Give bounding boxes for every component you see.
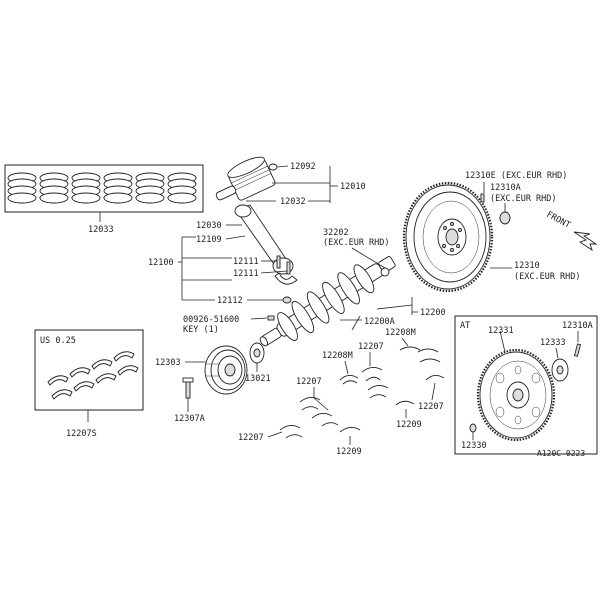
label-12207-a: 12207 (358, 342, 384, 352)
label-12200a: 12200A (364, 317, 395, 327)
piston-ring-set: 12033 (4, 164, 204, 235)
label-13021: 13021 (245, 374, 271, 384)
label-12207-b: 12207 (418, 402, 444, 412)
crank-sprocket: 13021 (245, 342, 271, 384)
label-12303: 12303 (155, 358, 181, 368)
label-12310a-at: 12310A (562, 321, 593, 331)
at-drive-plate-set: AT 12331 12333 12310A 12330 A120C 0223 (454, 315, 598, 458)
rod-cap (274, 272, 298, 285)
label-12207-c: 12207 (296, 377, 322, 387)
label-12209-b: 12209 (396, 420, 422, 430)
crank-key (267, 315, 275, 321)
label-32202: 32202 (323, 228, 349, 238)
ring-stacks (7, 172, 197, 204)
label-12111-a: 12111 (233, 257, 259, 267)
crankshaft: 32202 (EXC.EUR RHD) 00926-51600 KEY (1) … (183, 228, 446, 347)
label-12030: 12030 (196, 221, 222, 231)
undersize-frame (34, 329, 144, 411)
label-12310-note: (EXC.EUR RHD) (514, 272, 581, 282)
label-12330: 12330 (461, 441, 487, 451)
snap-ring (268, 163, 278, 171)
piston-assembly: 12092 12010 12032 12030 12109 12100 (148, 156, 366, 306)
label-front: FRONT (545, 210, 572, 231)
undersize-bearing-set: US 0.25 12207S (34, 329, 144, 439)
label-12310: 12310 (514, 261, 540, 271)
label-12010: 12010 (340, 182, 366, 192)
label-12307a: 12307A (174, 414, 205, 424)
rod-bolt (276, 255, 281, 269)
label-12033: 12033 (88, 225, 114, 235)
pilot-bushing (380, 267, 390, 277)
at-spacer (469, 423, 477, 433)
rod-nut (282, 296, 292, 304)
label-12208m-b: 12208M (385, 328, 416, 338)
label-12310a-top: 12310A (490, 183, 521, 193)
label-12092: 12092 (290, 162, 316, 172)
label-12112: 12112 (217, 296, 243, 306)
front-arrow-icon (573, 231, 598, 252)
label-12331: 12331 (488, 326, 514, 336)
crank-pulley: 12303 (155, 345, 248, 395)
label-12100: 12100 (148, 258, 174, 268)
main-bearings: 12208M 12207 12208M 12209 12207 12207 1 (238, 315, 445, 457)
ring-set-frame (4, 164, 204, 213)
label-at: AT (460, 321, 470, 331)
pulley-bolt: 12307A (174, 377, 205, 424)
front-arrow: FRONT (545, 210, 572, 231)
label-12109: 12109 (196, 235, 222, 245)
label-key-part: 00926-51600 (183, 315, 239, 325)
label-12310a-top-note: (EXC.EUR RHD) (490, 194, 557, 204)
label-us: US 0.25 (40, 336, 76, 346)
flywheel: 12310E (EXC.EUR RHD) 12310A (EXC.EUR RHD… (402, 171, 581, 293)
label-12333: 12333 (540, 338, 566, 348)
diagram-code: A120C 0223 (537, 449, 585, 458)
at-frame (454, 315, 598, 455)
label-12208m-a: 12208M (322, 351, 353, 361)
label-12310e: 12310E (EXC.EUR RHD) (465, 171, 567, 181)
label-12200: 12200 (420, 308, 446, 318)
label-12207-d: 12207 (238, 433, 264, 443)
label-12032: 12032 (280, 197, 306, 207)
label-32202-note: (EXC.EUR RHD) (323, 238, 390, 248)
rod-bolt (286, 261, 291, 275)
label-12207s: 12207S (66, 429, 97, 439)
label-12209-a: 12209 (336, 447, 362, 457)
label-12111-b: 12111 (233, 269, 259, 279)
label-key-name: KEY (1) (183, 325, 219, 335)
